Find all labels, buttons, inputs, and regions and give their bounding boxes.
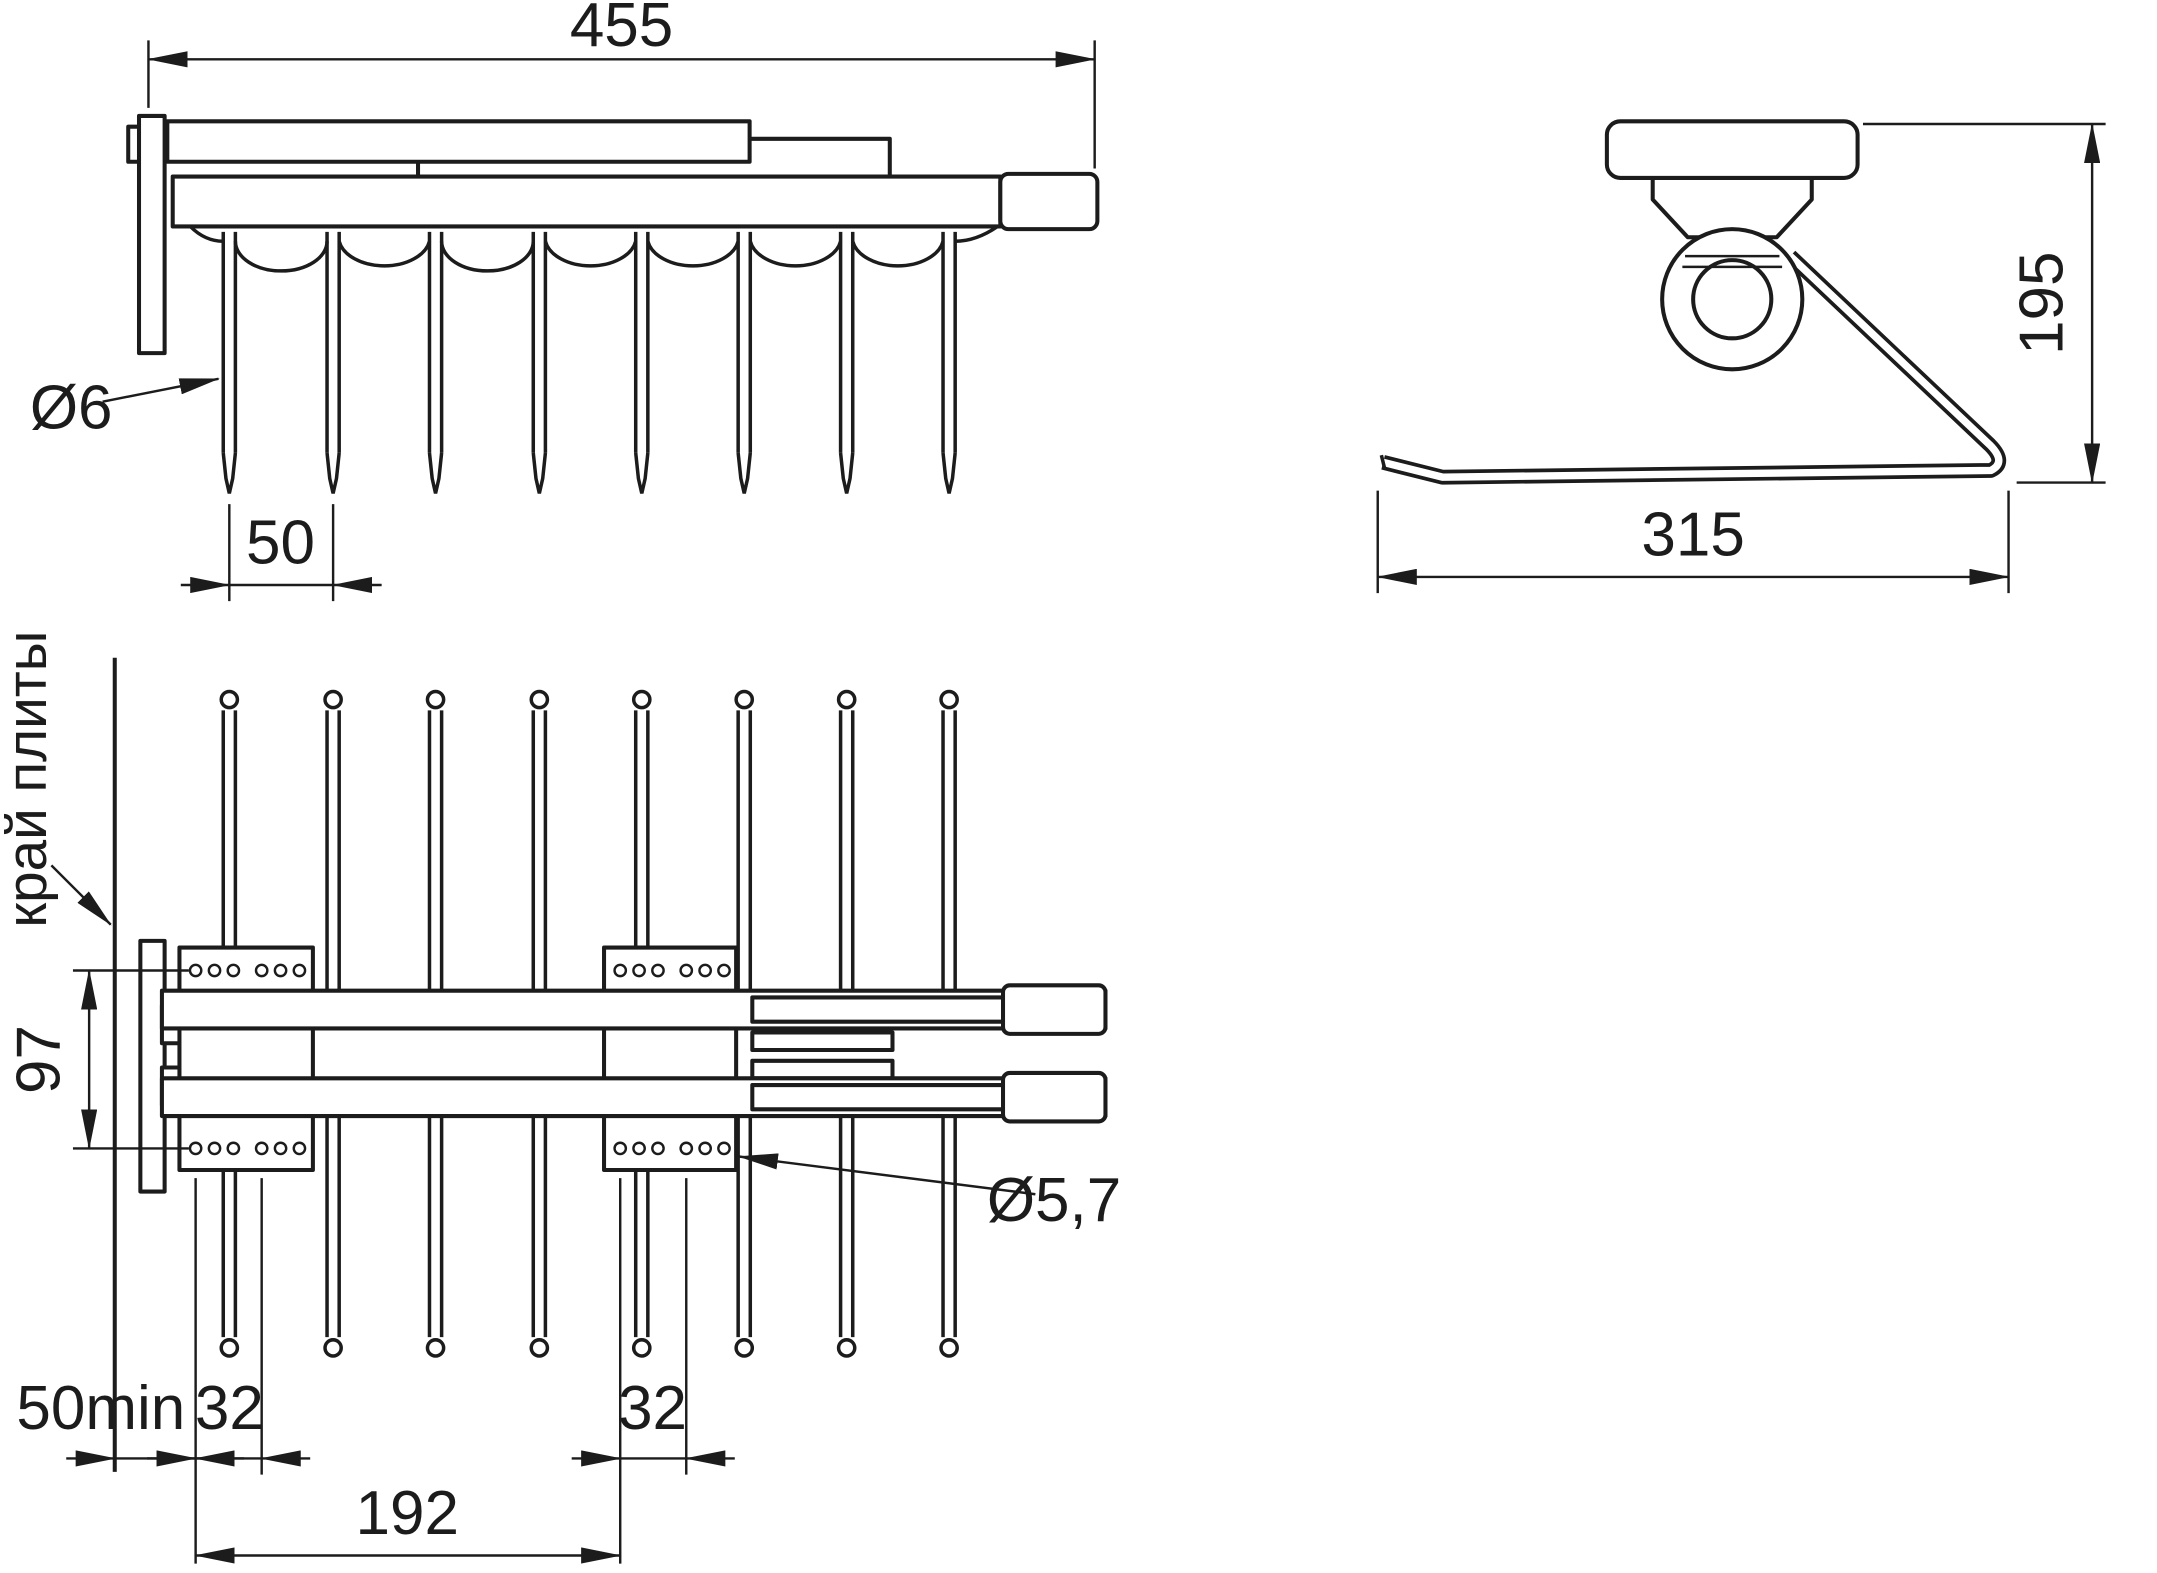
hanger-rod-inner bbox=[1382, 253, 2003, 481]
dim-label-hole-pitch-left: 32 bbox=[195, 1374, 264, 1443]
panel-edge-leader bbox=[50, 864, 112, 926]
inner-slide-center bbox=[750, 1030, 895, 1053]
leader-rod-diameter: Ø6 bbox=[30, 374, 220, 443]
wall-plate bbox=[136, 113, 167, 356]
hook-8 bbox=[941, 230, 957, 496]
dim-label-bracket-spacing: 192 bbox=[356, 1479, 459, 1548]
rod-up-4 bbox=[529, 689, 550, 1021]
rail-upper bbox=[165, 119, 752, 164]
rail-main bbox=[170, 174, 1003, 229]
screw-hole bbox=[226, 963, 241, 978]
dim-label-row-spacing: 97 bbox=[4, 1025, 73, 1094]
hook-6 bbox=[736, 230, 753, 496]
screw-hole bbox=[613, 963, 628, 978]
end-cap-top bbox=[1000, 983, 1108, 1036]
screw-hole bbox=[188, 963, 203, 978]
rod-down-6 bbox=[734, 1084, 755, 1358]
dimension-hook-pitch: 50 bbox=[180, 504, 382, 602]
leader-line bbox=[737, 1153, 1036, 1196]
mount-plate bbox=[1604, 119, 1860, 180]
dim-label-min-edge-offset: 50min bbox=[16, 1374, 185, 1443]
mounting-bracket-right bbox=[602, 945, 739, 1172]
rail-end-cap bbox=[998, 171, 1100, 232]
dimension-height: 195 bbox=[1862, 122, 2106, 484]
screw-hole bbox=[698, 963, 713, 978]
plan-view: край плиты 97 Ø5,7 50min bbox=[0, 631, 1121, 1564]
leader-line bbox=[102, 377, 220, 403]
dim-label-depth: 315 bbox=[1641, 500, 1744, 569]
hook-5 bbox=[633, 230, 650, 496]
hook-2 bbox=[325, 230, 341, 496]
label-panel-edge: край плиты bbox=[0, 631, 58, 928]
dim-label-hook-pitch: 50 bbox=[246, 508, 315, 577]
rod-down-8 bbox=[939, 1084, 959, 1358]
side-view: 455 Ø6 50 bbox=[30, 0, 1100, 602]
screw-hole bbox=[651, 1141, 665, 1156]
rod-up-8 bbox=[939, 689, 959, 1021]
screw-hole bbox=[226, 1141, 241, 1156]
rod-down-3 bbox=[425, 1084, 446, 1358]
screw-hole bbox=[273, 963, 288, 978]
dim-label-overall-length: 455 bbox=[570, 0, 673, 60]
side-view-rack bbox=[126, 113, 1100, 496]
dim-label-hole-diameter: Ø5,7 bbox=[987, 1166, 1121, 1235]
screw-hole bbox=[292, 1141, 307, 1156]
screw-hole bbox=[188, 1141, 203, 1156]
dimension-hole-pitch-right: 32 bbox=[571, 1374, 735, 1467]
rod-up-6 bbox=[734, 689, 755, 1021]
screw-hole bbox=[679, 1141, 694, 1156]
rod-down-4 bbox=[529, 1084, 550, 1358]
mounting-bracket-left bbox=[177, 945, 315, 1172]
dimension-min-edge-offset: 50min bbox=[16, 1374, 245, 1467]
screw-hole bbox=[632, 963, 646, 978]
screw-hole bbox=[717, 1141, 731, 1156]
screw-hole bbox=[254, 963, 269, 978]
hooks-side bbox=[221, 230, 957, 496]
dim-label-hole-pitch-right: 32 bbox=[618, 1374, 687, 1443]
dimension-hole-pitch-left: 32 bbox=[147, 1374, 311, 1467]
screw-hole bbox=[679, 963, 694, 978]
screw-hole bbox=[254, 1141, 269, 1156]
hook-4 bbox=[531, 230, 548, 496]
screw-hole bbox=[632, 1141, 646, 1156]
dimension-fastening-row-spacing: 97 bbox=[4, 969, 189, 1150]
screw-hole bbox=[207, 1141, 222, 1156]
end-cap-bottom bbox=[1000, 1070, 1108, 1124]
rod-down-2 bbox=[323, 1084, 343, 1358]
hook-swag-arcs bbox=[188, 225, 999, 273]
screw-hole bbox=[207, 963, 222, 978]
screw-hole bbox=[651, 963, 665, 978]
dimension-overall-length: 455 bbox=[147, 0, 1097, 169]
rod-down-7 bbox=[836, 1084, 857, 1358]
screw-hole bbox=[292, 963, 307, 978]
screw-hole bbox=[698, 1141, 713, 1156]
end-view: 195 315 bbox=[1376, 119, 2106, 594]
dim-label-height: 195 bbox=[2007, 252, 2076, 355]
pivot-hub-inner bbox=[1691, 258, 1774, 341]
hook-3 bbox=[427, 230, 444, 496]
screw-hole bbox=[613, 1141, 628, 1156]
rod-up-7 bbox=[836, 689, 857, 1021]
dim-label-rod-diameter: Ø6 bbox=[30, 374, 113, 443]
dimension-depth: 315 bbox=[1376, 490, 2010, 594]
leader-hole-diameter: Ø5,7 bbox=[737, 1153, 1121, 1235]
dimension-bracket-spacing: 192 bbox=[194, 1479, 622, 1564]
screw-hole bbox=[273, 1141, 288, 1156]
end-view-bracket bbox=[1379, 119, 2007, 485]
hanger-rod-end-cap bbox=[1379, 454, 1387, 470]
hook-1 bbox=[221, 230, 238, 496]
rod-up-3 bbox=[425, 689, 446, 1021]
hook-7 bbox=[838, 230, 855, 496]
bottom-dimensions: 50min 32 32 192 bbox=[16, 1178, 735, 1564]
panel-edge: край плиты bbox=[0, 631, 117, 1472]
inner-slide-center bbox=[750, 1058, 895, 1081]
rod-up-2 bbox=[323, 689, 343, 1021]
screw-holes bbox=[188, 963, 731, 1156]
plan-rack-body bbox=[138, 938, 1108, 1194]
screw-hole bbox=[717, 963, 731, 978]
